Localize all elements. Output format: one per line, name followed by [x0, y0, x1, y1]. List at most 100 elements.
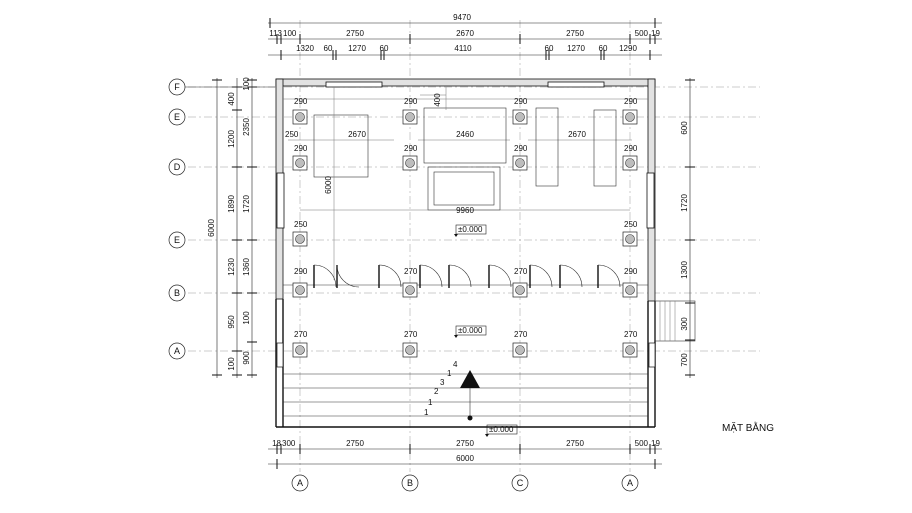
side-ramp: [654, 300, 696, 342]
grid-axis-lines: [188, 20, 760, 472]
column-row-2: 290 290 290 290: [292, 144, 638, 171]
dim-bottom-18: 18: [272, 439, 281, 448]
col-label-r2c1: 290: [294, 144, 308, 153]
bottom-axis-bubbles: A B C A: [291, 474, 639, 492]
dim-bottom-2750a: 2750: [346, 439, 364, 448]
dim-bottom-2750b: 2750: [456, 439, 474, 448]
axis-bubble-bottom-a2: A: [627, 478, 633, 488]
dim-overall-top: 9470: [453, 13, 471, 22]
dim-top-113: 113: [269, 29, 282, 38]
room-dim-2460: 2460: [456, 130, 474, 139]
front-steps: 4 1 3 2 1 1: [276, 360, 655, 428]
columns: 290 290 290 290 290 290 290 290 250 250: [292, 97, 638, 358]
dim-left-100c: 100: [242, 311, 251, 325]
dim-top-19: 19: [651, 29, 660, 38]
col-label-r5c3: 270: [514, 330, 528, 339]
col-label-r3c2: 250: [624, 220, 638, 229]
dim-right-600: 600: [680, 121, 689, 135]
dim-top-1320: 1320: [296, 44, 314, 53]
axis-bubble-bottom-a1: A: [297, 478, 303, 488]
dim-bottom-6000: 6000: [456, 454, 474, 463]
axis-bubble-a: A: [174, 346, 180, 356]
step-label-3: 3: [440, 378, 445, 387]
axis-bubble-d: D: [174, 162, 181, 172]
dim-top-100: 100: [283, 29, 297, 38]
col-label-r1c3: 290: [514, 97, 528, 106]
col-label-r2c2: 290: [404, 144, 418, 153]
dim-left-100b: 100: [242, 77, 251, 91]
column-row-5: 270 270 270 270: [292, 330, 638, 358]
room-dim-400: 400: [433, 93, 442, 107]
step-label-2: 2: [434, 387, 439, 396]
left-dimensions: 6000 400 1200 1890 1230 950 100 100 2350…: [207, 77, 257, 378]
axis-bubble-b: B: [174, 288, 180, 298]
dim-top-2750b: 2750: [566, 29, 584, 38]
col-label-r2c4: 290: [624, 144, 638, 153]
bottom-dimensions: 18 300 2750 2750 2750 500 19 6000: [268, 439, 662, 469]
level-mark-2: ±0.000: [458, 326, 483, 335]
col-label-r5c4: 270: [624, 330, 638, 339]
column-row-4: 290 270 270 290: [292, 267, 638, 298]
level-mark-3: ±0.000: [489, 425, 514, 434]
door-swings: [283, 264, 648, 288]
col-label-r5c1: 270: [294, 330, 308, 339]
axis-bubble-f: F: [174, 82, 180, 92]
step-label-4: 4: [453, 360, 458, 369]
dim-top-2670: 2670: [456, 29, 474, 38]
dim-left-1200: 1200: [227, 130, 236, 148]
dim-bottom-19: 19: [651, 439, 660, 448]
dim-bottom-300: 300: [282, 439, 296, 448]
col-label-r1c1: 290: [294, 97, 308, 106]
interior-layout: 2670 2460 2670 250 400 6000 9960: [283, 87, 648, 280]
right-dimensions: 600 1720 1300 300 700: [680, 78, 695, 378]
dim-top-60a: 60: [324, 44, 333, 53]
step-label-1a: 1: [447, 369, 452, 378]
dim-right-300: 300: [680, 317, 689, 331]
col-label-r4c3: 270: [514, 267, 528, 276]
dim-bottom-2750c: 2750: [566, 439, 584, 448]
dim-bottom-500: 500: [635, 439, 649, 448]
dim-left-100a: 100: [227, 357, 236, 371]
dim-left-1890: 1890: [227, 195, 236, 213]
room-dim-2670-right: 2670: [568, 130, 586, 139]
axis-bubble-bottom-c: C: [517, 478, 524, 488]
dim-left-900: 900: [242, 351, 251, 365]
dim-left-1360: 1360: [242, 258, 251, 276]
dim-top-60b: 60: [380, 44, 389, 53]
dim-left-1720: 1720: [242, 195, 251, 213]
col-label-r5c2: 270: [404, 330, 418, 339]
dim-top-1290: 1290: [619, 44, 637, 53]
room-dim-2670-left: 2670: [348, 130, 366, 139]
col-label-r4c1: 290: [294, 267, 308, 276]
dim-right-700: 700: [680, 353, 689, 367]
dim-left-1230: 1230: [227, 258, 236, 276]
dim-left-950: 950: [227, 315, 236, 329]
dim-left-6000: 6000: [207, 219, 216, 237]
col-label-r1c4: 290: [624, 97, 638, 106]
dim-left-2350: 2350: [242, 118, 251, 136]
dim-top-2750a: 2750: [346, 29, 364, 38]
room-dim-9960: 9960: [456, 206, 474, 215]
room-dim-6000: 6000: [324, 176, 333, 194]
dim-top-4110: 4110: [454, 44, 472, 53]
column-row-3: 250 250: [292, 220, 638, 247]
step-label-1c: 1: [424, 408, 429, 417]
room-dim-250: 250: [285, 130, 299, 139]
axis-bubble-bottom-b: B: [407, 478, 413, 488]
dim-top-60c: 60: [545, 44, 554, 53]
drawing-title: MẶT BẰNG: [722, 421, 774, 434]
column-row-1: 290 290 290 290: [292, 97, 638, 125]
axis-bubble-e2: E: [174, 235, 180, 245]
col-label-r2c3: 290: [514, 144, 528, 153]
col-label-r4c2: 270: [404, 267, 418, 276]
col-label-r4c4: 290: [624, 267, 638, 276]
axis-bubble-e1: E: [174, 112, 180, 122]
dim-top-1270a: 1270: [348, 44, 366, 53]
dim-left-400: 400: [227, 92, 236, 106]
col-label-r3c1: 250: [294, 220, 308, 229]
dim-top-500: 500: [635, 29, 649, 38]
step-label-1b: 1: [428, 398, 433, 407]
col-label-r1c2: 290: [404, 97, 418, 106]
top-dimensions: 9470 113 100 2750 2670 2750 500 19 1320 …: [268, 13, 662, 60]
